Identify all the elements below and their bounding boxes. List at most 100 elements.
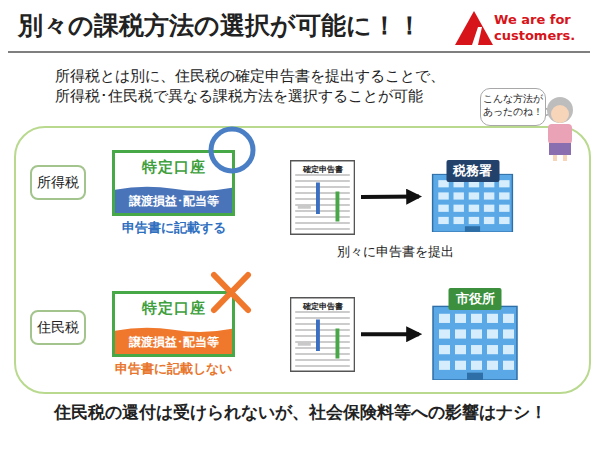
bottom-message: 住民税の還付は受けられないが、社会保険料等への影響はナシ！	[0, 401, 600, 424]
lady-leg	[563, 155, 567, 161]
income-band: 譲渡損益･配当等	[115, 325, 232, 354]
form-row	[295, 317, 350, 318]
form-row	[295, 216, 350, 217]
logo-triangle	[455, 11, 493, 45]
building-window	[454, 217, 464, 224]
tax-label-box: 所得税	[30, 165, 86, 200]
building-window	[438, 205, 448, 212]
building-window	[438, 217, 448, 224]
lady-face	[551, 105, 569, 123]
ng-cross	[214, 275, 248, 310]
building-body	[433, 306, 517, 380]
building-window	[484, 205, 494, 212]
form-row	[295, 228, 350, 229]
building-window	[454, 205, 464, 212]
building-window	[469, 192, 479, 199]
ng-cross	[214, 275, 248, 310]
node-text: 譲渡損益･配当等	[115, 184, 232, 210]
group-frame	[15, 127, 590, 393]
building-window	[455, 345, 466, 354]
form-row	[295, 353, 350, 354]
building-body	[433, 174, 513, 232]
building-window	[455, 329, 466, 338]
old-lady-figure	[547, 97, 573, 161]
center-note: 別々に申告書を提出	[300, 243, 490, 261]
building-window	[471, 329, 482, 338]
building-window	[503, 329, 514, 338]
form-row	[295, 359, 350, 360]
form-row	[295, 335, 350, 336]
building-window	[484, 192, 494, 199]
tax-return-form: 確定申告書	[290, 297, 355, 372]
logo-stripe	[472, 27, 482, 45]
building-window	[499, 217, 509, 224]
form-bar	[298, 342, 311, 346]
income-band: 譲渡損益･配当等	[115, 184, 232, 213]
form-row	[295, 311, 350, 312]
building-window	[487, 345, 498, 354]
building-window	[439, 314, 450, 323]
ok-circle	[211, 129, 253, 171]
form-bar	[336, 192, 340, 222]
building-window	[439, 345, 450, 354]
node-text: こんな方法があったのね！	[483, 93, 543, 117]
building-window	[439, 329, 450, 338]
building-window	[455, 361, 466, 370]
form-paper	[291, 298, 355, 372]
building-window	[471, 361, 482, 370]
building-window	[471, 345, 482, 354]
building-door	[465, 226, 480, 232]
form-row	[295, 192, 350, 193]
building-window	[503, 345, 514, 354]
building-window	[438, 192, 448, 199]
building-window	[455, 314, 466, 323]
building-window	[487, 361, 498, 370]
lady-skirt	[549, 143, 571, 155]
form-row	[295, 180, 350, 181]
building-window	[471, 314, 482, 323]
building-window	[439, 361, 450, 370]
city-hall-building: 市役所	[425, 288, 525, 380]
building-window	[469, 205, 479, 212]
form-row	[295, 329, 350, 330]
lady-top	[548, 124, 572, 144]
tax-return-form: 確定申告書	[290, 160, 355, 235]
form-paper	[291, 161, 355, 235]
lady-hair	[547, 97, 573, 123]
node-text: 確定申告書	[290, 160, 355, 175]
building-window	[487, 314, 498, 323]
building-window	[469, 217, 479, 224]
form-bar	[316, 320, 320, 352]
building-door	[467, 373, 483, 380]
node-text: 税務署	[446, 160, 499, 182]
form-bar	[336, 329, 340, 359]
form-row	[295, 222, 350, 223]
tax-office-building: 税務署	[425, 160, 520, 232]
account-box: 特定口座譲渡損益･配当等	[112, 291, 235, 357]
form-row	[295, 198, 350, 199]
node-text: 住民税	[37, 319, 79, 337]
form-row	[295, 323, 350, 324]
building-window	[484, 217, 494, 224]
form-row	[295, 365, 350, 366]
connector-arrow	[361, 332, 419, 336]
form-row	[295, 210, 350, 211]
tax-label-box: 住民税	[30, 310, 86, 345]
building-window	[499, 192, 509, 199]
form-bar	[316, 183, 320, 215]
row-note: 申告書に記載する	[108, 219, 239, 237]
speech-bubble: こんな方法があったのね！	[480, 88, 546, 126]
node-text: 確定申告書	[290, 297, 355, 312]
node-text: 所得税	[37, 174, 79, 192]
title-rule	[8, 51, 590, 53]
lady-leg	[553, 155, 557, 161]
intro-note: 所得税とは別に、住民税の確定申告書を提出することで、 所得税･住民税で異なる課税…	[55, 66, 452, 106]
building-window	[499, 180, 509, 187]
node-text: 市役所	[449, 288, 502, 310]
form-row	[295, 174, 350, 175]
account-box: 特定口座譲渡損益･配当等	[112, 150, 235, 216]
building-window	[503, 361, 514, 370]
logo-text: We are for customers.	[494, 12, 594, 44]
form-bar	[298, 205, 311, 209]
